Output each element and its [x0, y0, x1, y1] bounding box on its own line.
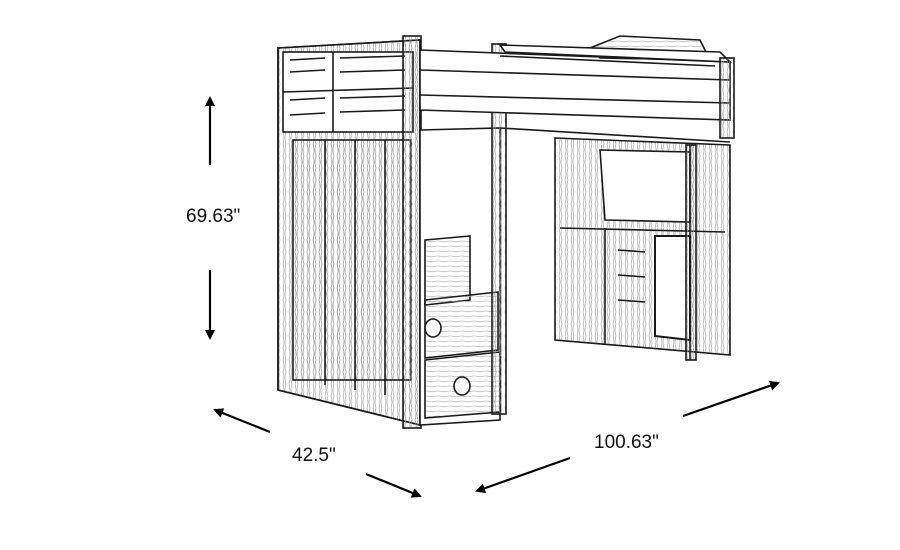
height-label: 69.63" — [186, 206, 241, 227]
depth-label: 42.5" — [292, 445, 336, 466]
bed-frame — [419, 35, 735, 143]
width-dimension-arrow — [475, 380, 780, 494]
stair-tower — [277, 35, 422, 429]
width-label: 100.63" — [594, 432, 659, 453]
depth-dimension-arrow — [213, 408, 422, 498]
desk-hutch — [554, 137, 731, 361]
stairs — [419, 43, 507, 426]
